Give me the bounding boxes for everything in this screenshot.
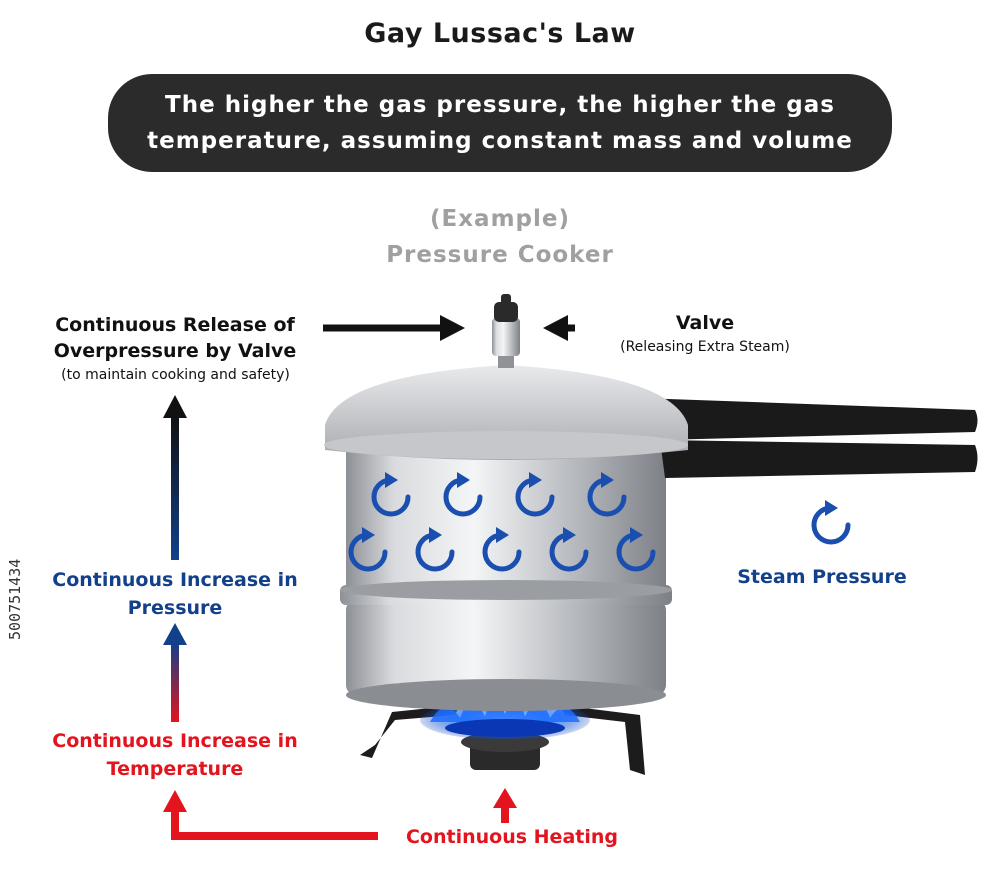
definition-banner: The higher the gas pressure, the higher … [108, 74, 892, 172]
swirl-icon [415, 527, 455, 572]
release-line2: Overpressure by Valve [53, 340, 297, 362]
example-tag: (Example) [429, 206, 570, 232]
release-line1: Continuous Release of [55, 314, 295, 336]
swirl-icon [515, 472, 555, 517]
steam-pressure-label: Steam Pressure [737, 566, 907, 588]
swirl-icon [549, 527, 589, 572]
swirl-icon [482, 527, 522, 572]
swirl-icon [616, 527, 656, 572]
cooker-pot [340, 440, 672, 711]
arrow-release-to-valve [323, 315, 465, 341]
pressure-label: Continuous Increase in Pressure [25, 566, 325, 622]
temperature-label: Continuous Increase in Temperature [25, 727, 325, 783]
release-note: (to maintain cooking and safety) [61, 367, 290, 383]
cooker-handle [640, 398, 978, 478]
example-name: Pressure Cooker [386, 242, 614, 268]
valve-label: Valve [675, 312, 735, 334]
definition-text: The higher the gas pressure, the higher … [147, 92, 853, 154]
temperature-line1: Continuous Increase in [52, 730, 298, 752]
arrow-pressure-to-release [163, 395, 187, 560]
cooker-lid [324, 365, 688, 460]
pressure-line1: Continuous Increase in [52, 569, 298, 591]
swirl-icon [587, 472, 627, 517]
legend-swirl-icon [811, 500, 851, 545]
heating-label: Continuous Heating [405, 826, 618, 848]
valve [492, 294, 520, 368]
stock-id: 500751434 [6, 558, 24, 640]
pressure-line2: Pressure [127, 597, 223, 619]
valve-note: (Releasing Extra Steam) [620, 339, 790, 355]
release-label: Continuous Release of Overpressure by Va… [30, 312, 320, 364]
arrow-temperature-to-pressure [163, 623, 187, 722]
swirl-icon [348, 527, 388, 572]
swirl-icon [443, 472, 483, 517]
swirl-icon [371, 472, 411, 517]
diagram-title: Gay Lussac's Law [364, 18, 636, 49]
arrow-valve-label [543, 315, 575, 341]
arrow-heating-to-burner [493, 788, 517, 823]
arrow-heating-to-temperature [163, 790, 378, 840]
temperature-line2: Temperature [106, 758, 244, 780]
